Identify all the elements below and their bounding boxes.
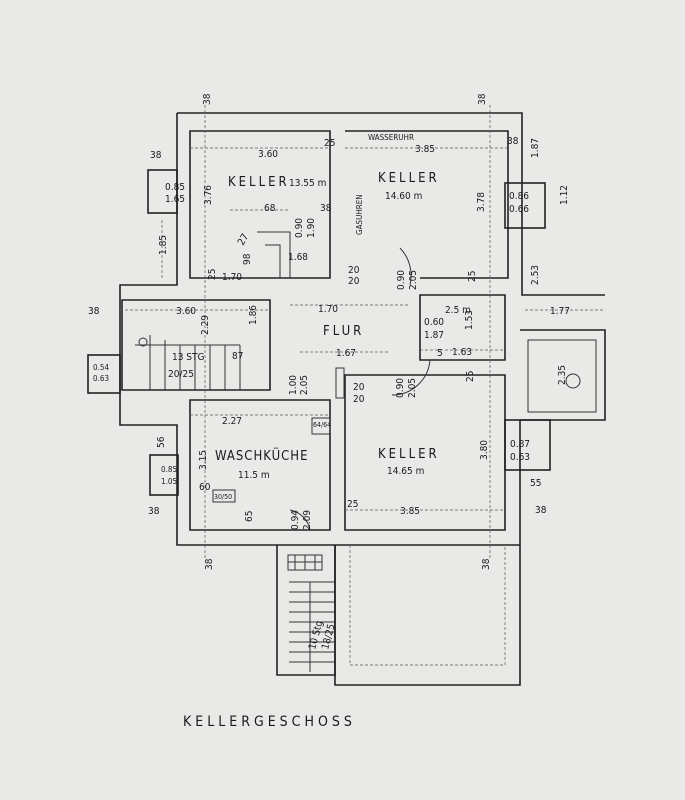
dim: 0.90 bbox=[294, 218, 305, 238]
dim: 1.86 bbox=[248, 305, 259, 325]
dim: 38 bbox=[204, 558, 215, 570]
dim: 3.15 bbox=[198, 450, 209, 470]
room-name-waschkueche: WASCHKÜCHE bbox=[215, 447, 308, 464]
room-area-keller-ne: 14.60 m bbox=[385, 191, 422, 202]
dim: 25 bbox=[207, 269, 218, 280]
dim: 20 bbox=[353, 394, 365, 405]
dim: 0.85 bbox=[165, 182, 185, 193]
dim: 2.53 bbox=[530, 265, 541, 285]
dim: 0.86 bbox=[509, 191, 529, 202]
dim: 38 bbox=[150, 150, 162, 161]
dim: 87 bbox=[232, 351, 243, 362]
dim: 1.70 bbox=[222, 272, 242, 283]
dim: 98 bbox=[242, 253, 253, 265]
dim: 68 bbox=[264, 203, 276, 214]
door-swings bbox=[212, 247, 431, 531]
walls bbox=[119, 112, 606, 546]
dim: 1.87 bbox=[424, 330, 444, 341]
dim: 1.63 bbox=[452, 347, 472, 358]
dim: 60 bbox=[199, 482, 211, 493]
dim: 1.77 bbox=[550, 306, 570, 317]
dim: 38 bbox=[88, 306, 100, 317]
dim: 3.85 bbox=[415, 144, 435, 155]
dim: 0.90 bbox=[396, 270, 407, 290]
dim: 38 bbox=[320, 203, 332, 214]
dim: 1.67 bbox=[336, 348, 356, 359]
dim: 27 bbox=[236, 232, 251, 247]
dim: 38 bbox=[202, 93, 213, 105]
dim: 25 bbox=[347, 499, 358, 510]
dim: 25 bbox=[465, 371, 476, 382]
dim: 2.05 bbox=[299, 375, 310, 395]
dim: 20 bbox=[353, 382, 365, 393]
dimension-lines bbox=[120, 105, 605, 560]
drawing-title: KELLERGESCHOSS bbox=[183, 714, 356, 730]
dim: 1.05 bbox=[161, 477, 177, 486]
dim: 0.90 bbox=[395, 378, 406, 398]
dim: 1.00 bbox=[288, 375, 299, 395]
dim: 2.35 bbox=[557, 365, 568, 385]
dim: 65 bbox=[244, 511, 255, 522]
note-shaft-size: 30/50 bbox=[214, 493, 232, 501]
outer-stairs bbox=[276, 545, 521, 686]
dim: 55 bbox=[530, 478, 541, 489]
dim: 3.78 bbox=[476, 192, 487, 212]
dim: 3.76 bbox=[203, 185, 214, 205]
dim: 20 bbox=[348, 265, 360, 276]
dim: 3.85 bbox=[400, 506, 420, 517]
inner-stairs bbox=[135, 335, 241, 390]
dim: 0.94 bbox=[290, 510, 301, 530]
dim: 25 bbox=[324, 138, 335, 149]
dim: 38 bbox=[148, 506, 160, 517]
dim: 2.05 bbox=[408, 270, 419, 290]
dim: 0.66 bbox=[509, 204, 529, 215]
dim: 2.29 bbox=[200, 315, 211, 335]
room-name-flur: FLUR bbox=[323, 324, 364, 339]
dim: 5 bbox=[437, 348, 443, 359]
room-area-keller-se: 14.65 m bbox=[387, 466, 424, 477]
dim: 1.68 bbox=[288, 252, 308, 263]
dim: 38 bbox=[481, 558, 492, 570]
note-gasuhren: GASUHREN bbox=[355, 194, 364, 235]
note-stairs-ratio: 20/25 bbox=[168, 369, 194, 380]
dim: 1.70 bbox=[318, 304, 338, 315]
dim: 1.53 bbox=[464, 310, 475, 330]
window-shafts bbox=[87, 169, 551, 496]
dim: 38 bbox=[477, 93, 488, 105]
dim: 38 bbox=[507, 136, 519, 147]
dim: 2.09 bbox=[302, 510, 313, 530]
dim: 56 bbox=[156, 436, 167, 448]
dim: 25 bbox=[467, 271, 478, 282]
room-name-keller-ne: KELLER bbox=[378, 171, 440, 186]
dim: 0.54 bbox=[93, 363, 109, 372]
dim: 0.87 bbox=[510, 439, 530, 450]
room-area-keller-nw: 13.55 m bbox=[289, 178, 326, 189]
dimension-labels: 38 38 3.60 3.85 25 38 38 1.87 0.85 1.65 … bbox=[88, 93, 570, 570]
note-chimney: 64/64 bbox=[313, 421, 331, 429]
note-stairs-steps: 13 STG bbox=[172, 352, 205, 363]
room-area-waschkueche: 11.5 m bbox=[238, 470, 270, 481]
dim: 3.60 bbox=[176, 306, 196, 317]
dim: 3.60 bbox=[258, 149, 278, 160]
room-name-keller-nw: KELLER bbox=[228, 175, 290, 190]
dim: 20 bbox=[348, 276, 360, 287]
note-wasseruhr: WASSERUHR bbox=[368, 133, 414, 142]
dim: 3.80 bbox=[479, 440, 490, 460]
dim: 1.85 bbox=[158, 235, 169, 255]
dim: 0.85 bbox=[161, 465, 177, 474]
dim: 2.27 bbox=[222, 416, 242, 427]
dim: 0.63 bbox=[510, 452, 530, 463]
dim: 0.63 bbox=[93, 374, 109, 383]
dim: 2.05 bbox=[407, 378, 418, 398]
dim: 1.12 bbox=[559, 185, 570, 205]
dim: 1.65 bbox=[165, 194, 185, 205]
room-area-wc: 2.5 m bbox=[445, 305, 471, 316]
room-name-keller-se: KELLER bbox=[378, 447, 440, 462]
dim: 0.60 bbox=[424, 317, 444, 328]
dim: 38 bbox=[535, 505, 547, 516]
dim: 1.87 bbox=[530, 138, 541, 158]
dim: 1.90 bbox=[306, 218, 317, 238]
